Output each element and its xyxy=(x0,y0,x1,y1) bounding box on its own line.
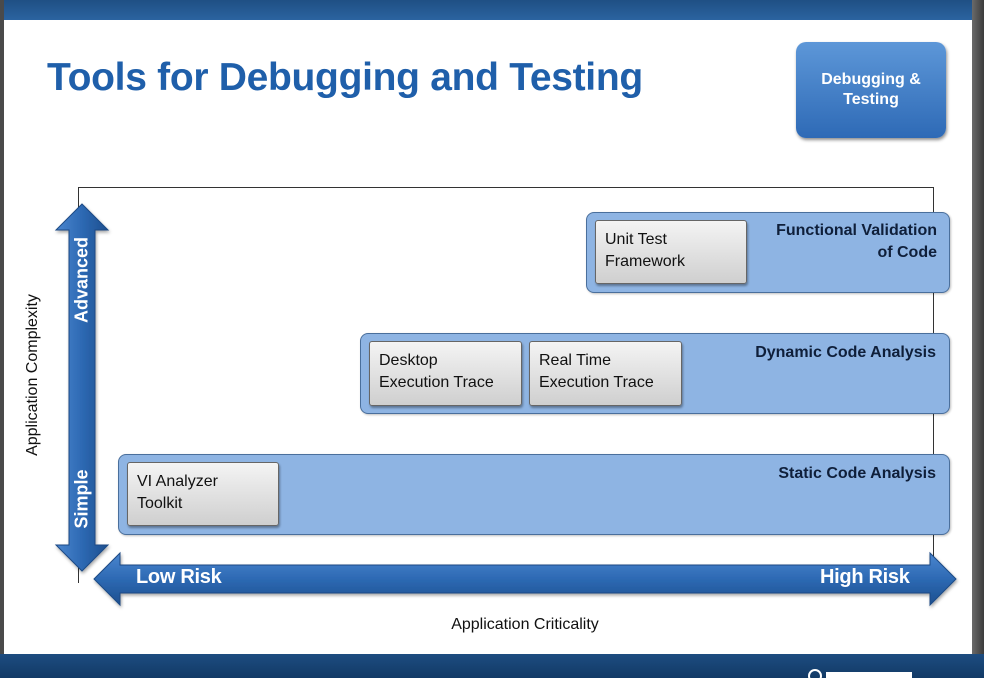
company-logo-icon xyxy=(808,669,912,678)
tool-vi-analyzer-toolkit: VI Analyzer Toolkit xyxy=(127,462,279,526)
band-functional-validation-title: Functional Validation of Code xyxy=(776,222,937,261)
x-axis-high-label: High Risk xyxy=(820,566,910,588)
y-axis-high-label: Advanced xyxy=(71,236,92,324)
tool-unit-test-framework: Unit Test Framework xyxy=(595,220,747,284)
x-axis-title: Application Criticality xyxy=(451,616,599,633)
y-axis-title: Application Complexity xyxy=(24,294,41,456)
horizontal-criticality-arrow xyxy=(93,551,957,607)
tool-desktop-execution-trace: Desktop Execution Trace xyxy=(369,341,522,406)
right-edge xyxy=(972,0,984,678)
frame-top-line xyxy=(78,187,934,188)
slide-title: Tools for Debugging and Testing xyxy=(47,56,643,99)
y-axis-low-label: Simple xyxy=(71,469,92,529)
x-axis-low-label: Low Risk xyxy=(136,566,222,588)
section-badge: Debugging & Testing xyxy=(796,42,946,138)
left-edge xyxy=(0,0,4,678)
section-badge-label: Debugging & Testing xyxy=(821,71,921,108)
band-dynamic-code-analysis-title: Dynamic Code Analysis xyxy=(755,344,936,361)
band-static-code-analysis-title: Static Code Analysis xyxy=(778,465,936,482)
top-banner xyxy=(0,0,984,20)
vertical-complexity-arrow xyxy=(54,203,110,572)
tool-real-time-execution-trace: Real Time Execution Trace xyxy=(529,341,682,406)
